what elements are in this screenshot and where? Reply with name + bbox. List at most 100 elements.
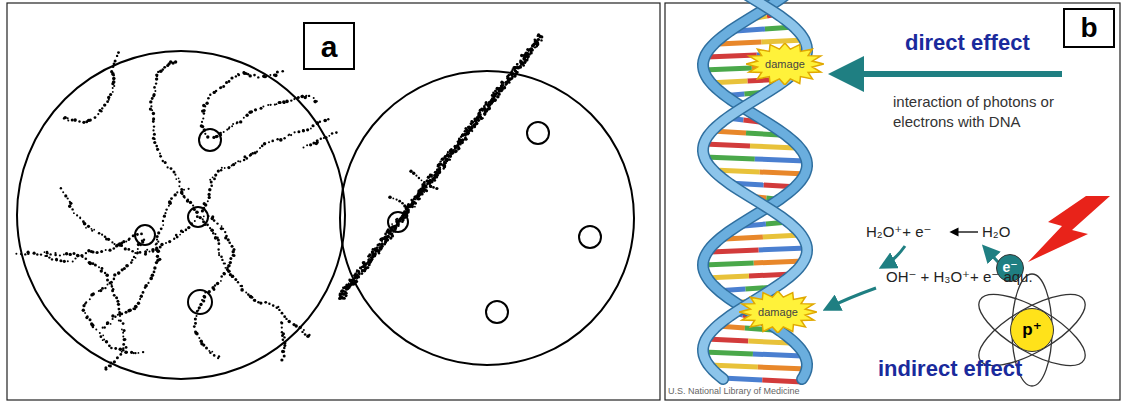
track-dot bbox=[212, 177, 214, 179]
track-dot bbox=[225, 267, 227, 269]
track-dot bbox=[63, 260, 66, 263]
track-dot bbox=[466, 132, 469, 135]
track-dot bbox=[221, 225, 223, 227]
track-dot bbox=[208, 196, 211, 199]
track-dot bbox=[119, 353, 122, 356]
base-pair bbox=[750, 146, 796, 148]
track-dot bbox=[153, 133, 156, 136]
track-dot bbox=[48, 256, 50, 258]
track-dot bbox=[300, 95, 304, 99]
track-dot bbox=[303, 146, 305, 148]
track-dot bbox=[125, 346, 128, 349]
track-dot bbox=[496, 93, 498, 95]
track-dot bbox=[419, 190, 421, 192]
track-dot bbox=[170, 197, 173, 200]
track-dot bbox=[116, 244, 119, 247]
track-dot bbox=[44, 255, 46, 257]
track-dot bbox=[237, 160, 239, 162]
track-dot bbox=[110, 347, 113, 350]
track-dot bbox=[98, 232, 101, 235]
track-dot bbox=[155, 247, 158, 250]
track-dot bbox=[136, 233, 139, 236]
track-dot bbox=[136, 252, 138, 254]
track-dot bbox=[283, 347, 286, 350]
track-dot bbox=[317, 121, 319, 123]
track-dot bbox=[208, 193, 211, 196]
track-dot bbox=[270, 104, 272, 106]
track-dot bbox=[272, 304, 275, 307]
track-dot bbox=[113, 63, 116, 66]
track-dot bbox=[160, 227, 163, 230]
track-dot bbox=[432, 186, 435, 189]
track-dot bbox=[85, 252, 87, 254]
track-dot bbox=[202, 104, 205, 107]
track-dot bbox=[152, 95, 155, 98]
track-dot bbox=[229, 261, 232, 264]
track-dot bbox=[228, 126, 230, 128]
track-dot bbox=[392, 198, 394, 200]
track-dot bbox=[449, 159, 451, 161]
track-dot bbox=[155, 243, 157, 245]
track-dot bbox=[424, 181, 426, 183]
track-dot bbox=[464, 138, 467, 141]
track-dot bbox=[277, 306, 279, 308]
track-dot bbox=[118, 319, 120, 321]
track-dot bbox=[175, 234, 178, 237]
track-dot bbox=[102, 334, 104, 336]
track-dot bbox=[203, 215, 205, 217]
track-dot bbox=[79, 217, 81, 219]
track-dot bbox=[218, 254, 220, 256]
track-dot bbox=[76, 214, 78, 216]
track-dot bbox=[170, 167, 173, 170]
effect-heading: direct effect bbox=[905, 30, 1030, 56]
track-dot bbox=[396, 218, 398, 220]
track-dot bbox=[506, 77, 509, 80]
track-dot bbox=[283, 336, 285, 338]
track-dot bbox=[376, 247, 378, 249]
target-circle bbox=[135, 225, 155, 245]
track-dot bbox=[373, 248, 377, 252]
track-dot bbox=[435, 187, 438, 190]
track-dot bbox=[370, 258, 373, 261]
track-dot bbox=[113, 294, 116, 297]
track-dot bbox=[471, 130, 473, 132]
track-dot bbox=[106, 321, 110, 325]
track-dot bbox=[303, 329, 305, 331]
track-dot bbox=[125, 311, 128, 314]
track-dot bbox=[136, 251, 138, 253]
track-dot bbox=[67, 197, 69, 199]
track-dot bbox=[155, 77, 158, 80]
track-dot bbox=[110, 323, 112, 325]
track-dot bbox=[207, 200, 209, 202]
track-dot bbox=[213, 219, 216, 222]
track-dot bbox=[211, 351, 213, 353]
track-dot bbox=[271, 140, 274, 143]
track-dot bbox=[102, 327, 104, 329]
track-dot bbox=[142, 291, 145, 294]
target-circle bbox=[188, 290, 212, 314]
track-dot bbox=[210, 185, 213, 188]
base-pair bbox=[758, 367, 807, 369]
track-dot bbox=[208, 196, 210, 198]
track-dot bbox=[478, 116, 480, 118]
track-dot bbox=[105, 368, 108, 371]
track-dot bbox=[211, 229, 214, 232]
track-dot bbox=[49, 253, 51, 255]
track-dot bbox=[443, 160, 445, 162]
base-pair bbox=[703, 68, 752, 70]
track-dot bbox=[82, 309, 85, 312]
track-dot bbox=[280, 321, 282, 323]
node-text: p⁺ bbox=[1022, 321, 1041, 340]
track-dot bbox=[33, 252, 36, 255]
track-dot bbox=[113, 360, 116, 363]
track-dot bbox=[312, 125, 315, 128]
track-dot bbox=[113, 278, 116, 281]
track-dot bbox=[163, 66, 166, 69]
track-dot bbox=[108, 344, 111, 347]
target-circle bbox=[188, 207, 208, 227]
track-dot bbox=[500, 85, 503, 88]
track-dot bbox=[279, 101, 282, 104]
track-dot bbox=[223, 262, 225, 264]
track-dot bbox=[313, 100, 317, 104]
track-dot bbox=[227, 238, 230, 241]
